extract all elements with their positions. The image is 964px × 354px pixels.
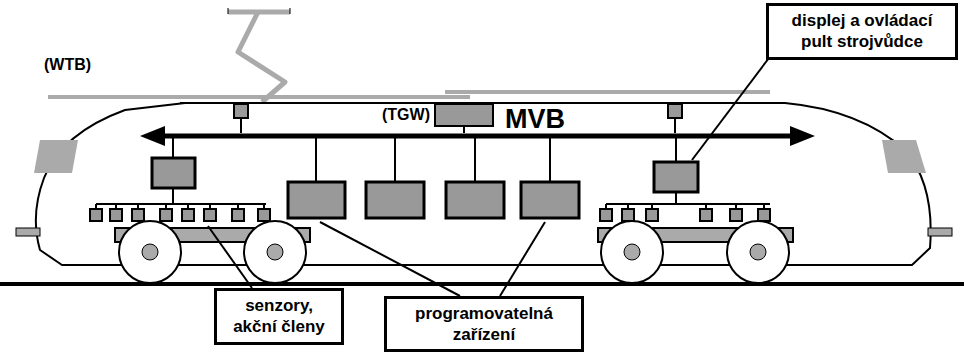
gateway-label: (TGW) — [382, 106, 430, 124]
callout-text: displej a ovládací pult strojvůdce — [777, 10, 947, 53]
bus-label: MVB — [505, 104, 565, 135]
gateway-box: (TGW) — [434, 103, 494, 127]
callout-box: senzory, akční členy — [214, 288, 344, 345]
callout-box: displej a ovládací pult strojvůdce — [766, 3, 958, 60]
callout-text: programovatelná zařízení — [395, 303, 573, 346]
bus-label: (WTB) — [44, 56, 91, 74]
callout-box: programovatelná zařízení — [384, 296, 584, 353]
callout-text: senzory, akční členy — [225, 295, 333, 338]
